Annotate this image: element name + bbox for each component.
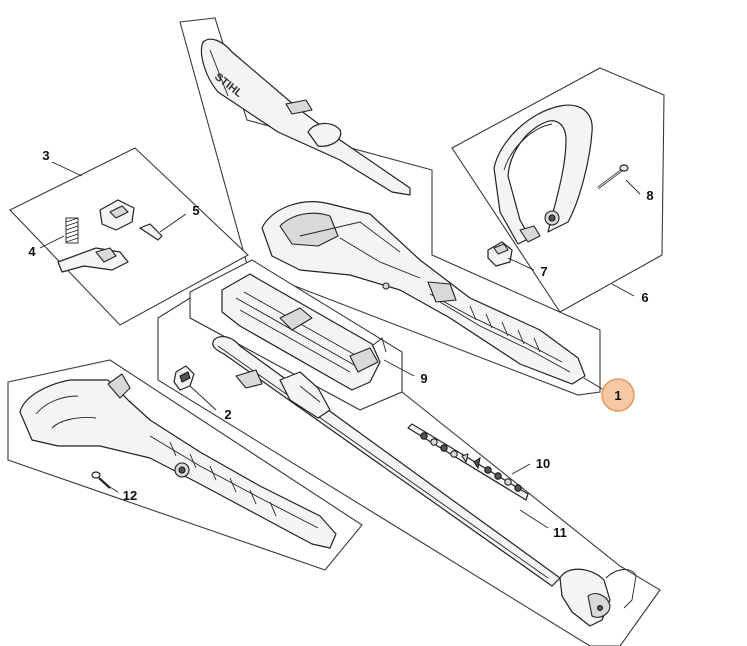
leader-lines (39, 161, 641, 529)
callout-1[interactable]: 1 (614, 388, 621, 403)
callout-4[interactable]: 4 (28, 244, 36, 259)
label-decal (407, 423, 529, 501)
callout-12[interactable]: 12 (123, 488, 137, 503)
panel-switch-group (9, 147, 249, 326)
callout-11[interactable]: 11 (553, 525, 567, 540)
callout-2[interactable]: 2 (224, 407, 231, 422)
callout-9[interactable]: 9 (420, 371, 427, 386)
switch-frame (221, 273, 387, 391)
spring (65, 217, 79, 244)
callout-8[interactable]: 8 (646, 188, 653, 203)
callout-7[interactable]: 7 (540, 264, 547, 279)
housing-cover: STIHL (200, 38, 411, 196)
head-assembly (559, 568, 637, 627)
shaft-tube (212, 336, 561, 587)
main-housing (261, 201, 586, 385)
loop-handle (493, 104, 593, 245)
callout-10[interactable]: 10 (536, 456, 550, 471)
housing-lower-half (19, 373, 337, 549)
callouts: 1 2 3 4 5 6 7 8 9 10 11 12 (28, 148, 653, 540)
connector-2 (173, 365, 195, 391)
callout-6[interactable]: 6 (641, 290, 648, 305)
callout-5[interactable]: 5 (192, 203, 199, 218)
screw-8 (597, 164, 629, 189)
handle-clamp (487, 241, 513, 267)
callout-3[interactable]: 3 (42, 148, 49, 163)
callout-1-highlight[interactable] (601, 378, 635, 412)
switch-group-parts (57, 199, 163, 273)
panel-handle (451, 67, 665, 313)
